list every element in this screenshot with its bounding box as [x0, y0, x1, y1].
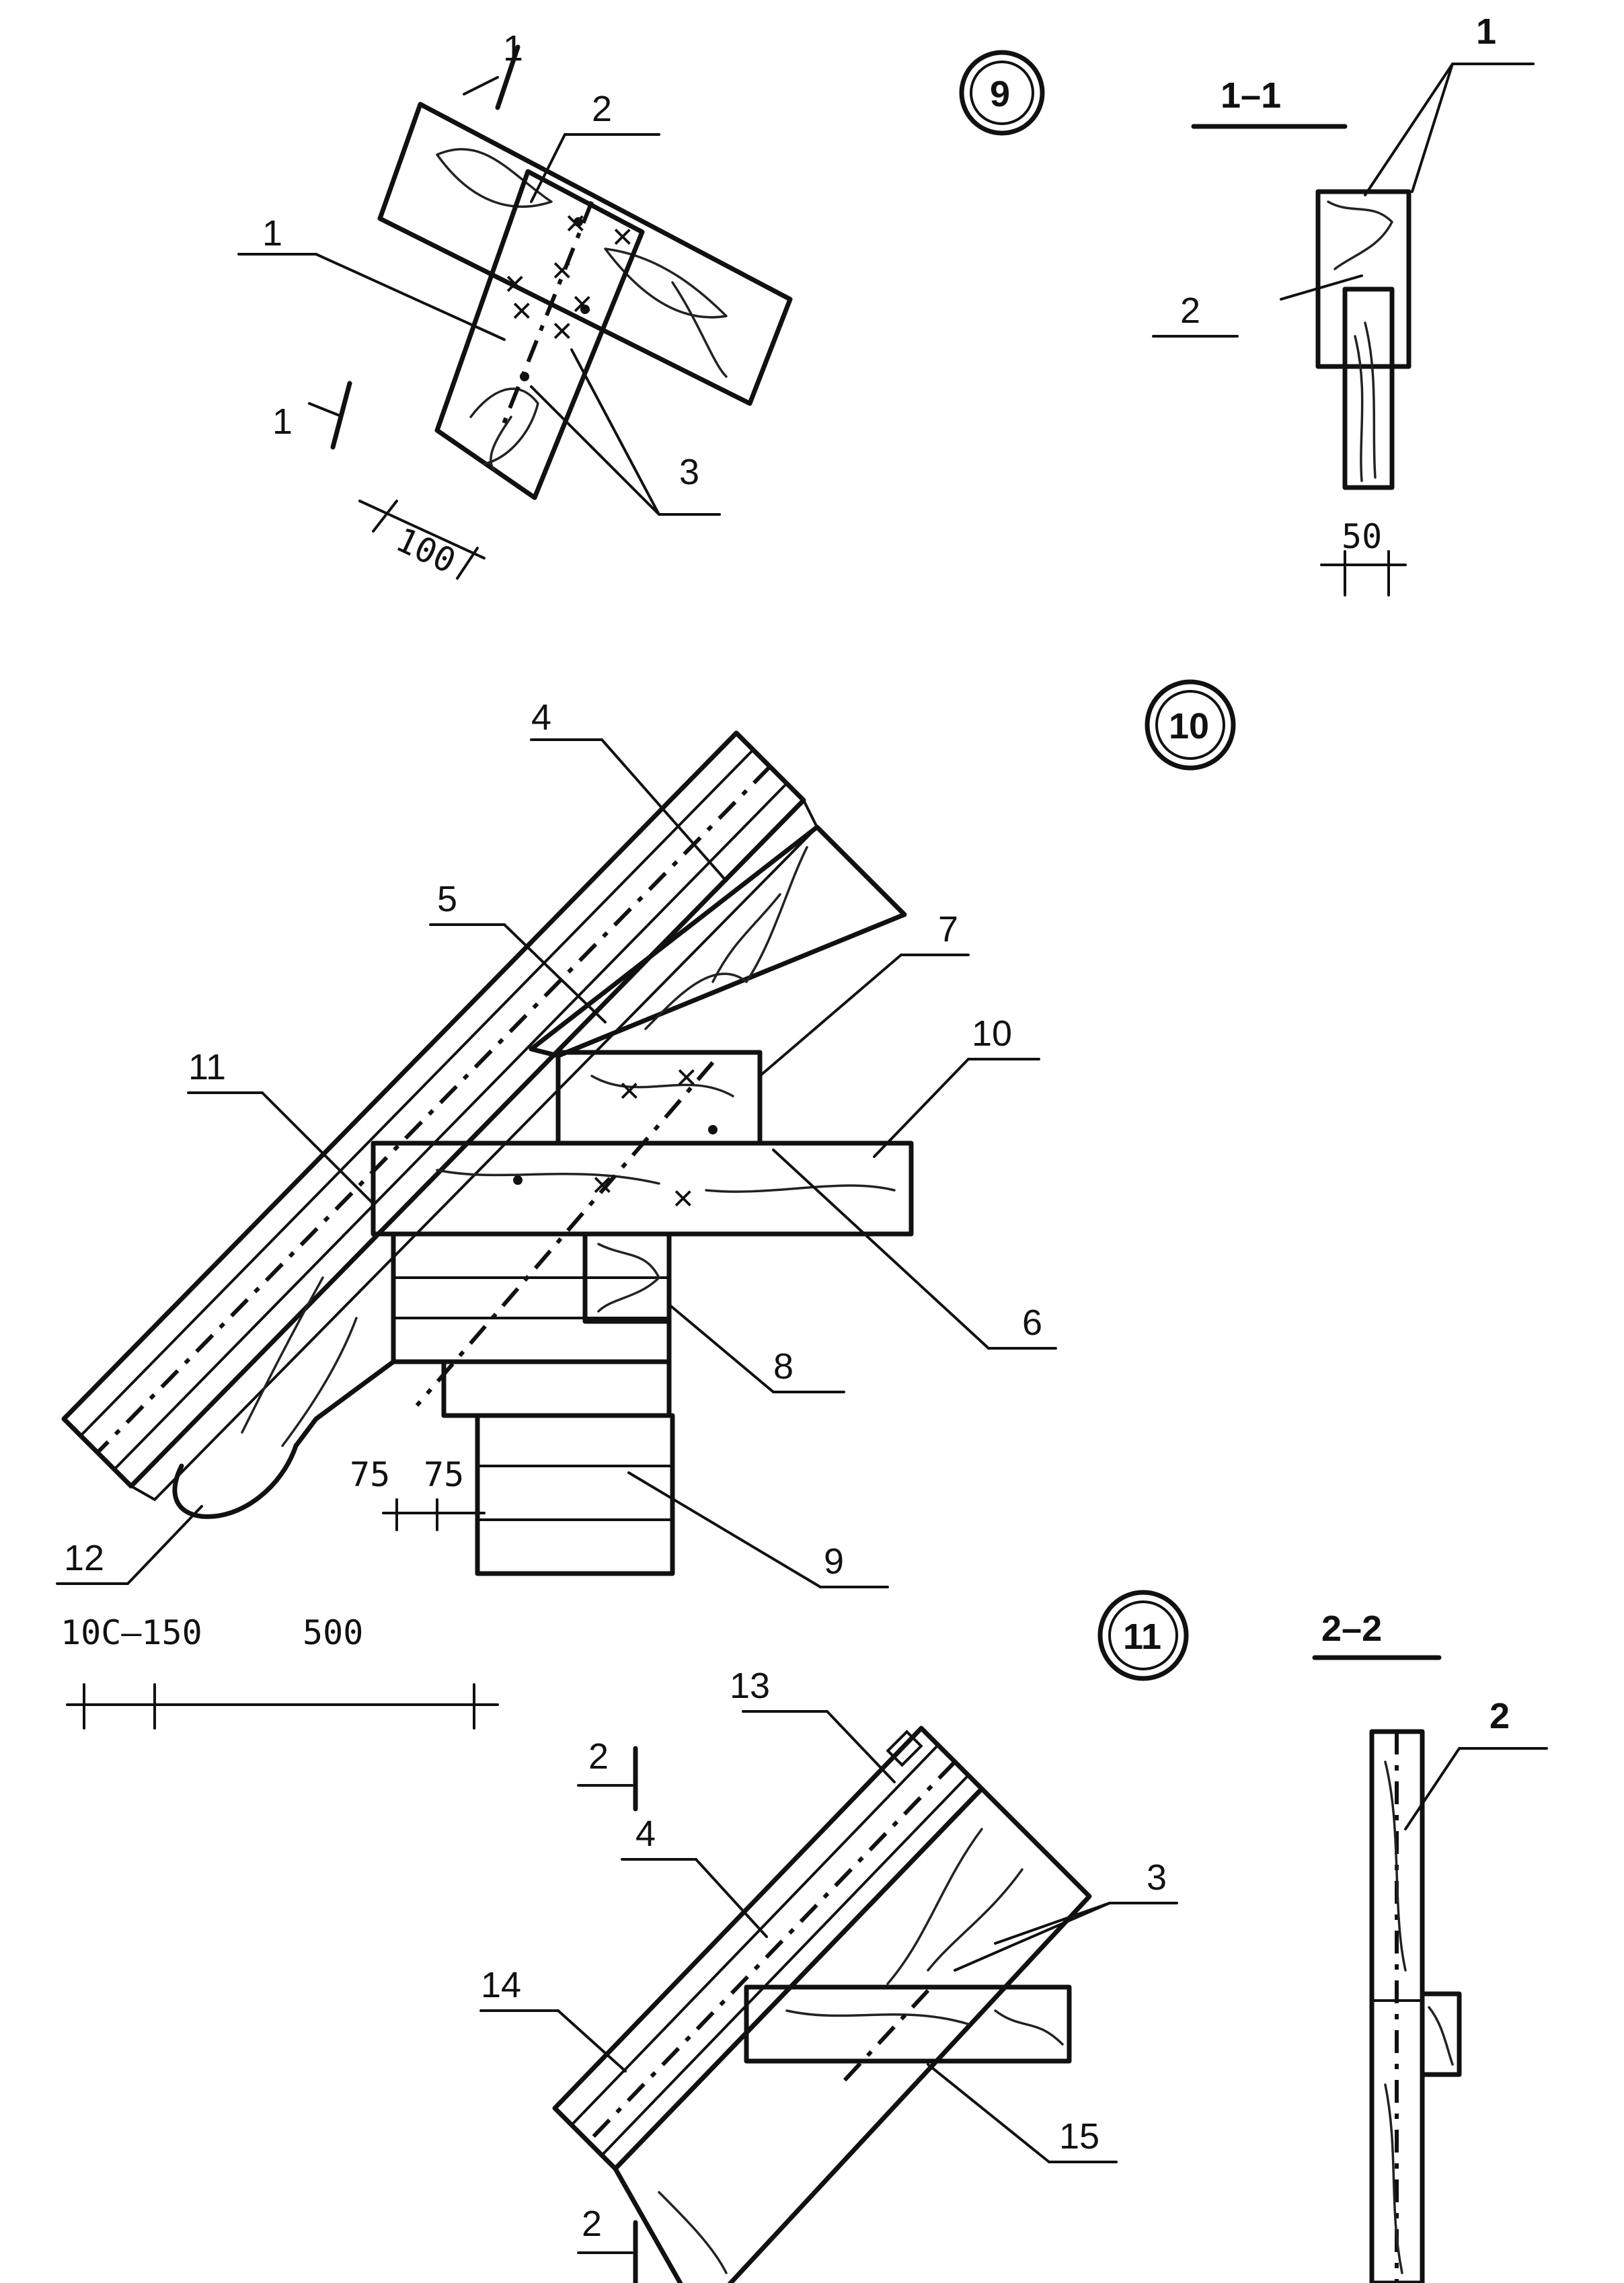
svg-text:×: ×	[676, 1057, 697, 1097]
detail-9-number: 9	[990, 74, 1010, 114]
section-2-2: 2–2 2	[1312, 1609, 1548, 2283]
detail-11-roof-deck	[552, 1726, 984, 2171]
d10-dimension-length: 10C–150 500	[61, 1613, 499, 1730]
detail-10-number: 10	[1169, 706, 1209, 746]
detail-10-eave	[172, 1231, 396, 1519]
section-mark-top-label: 1	[503, 28, 523, 69]
svg-text:×: ×	[619, 1071, 640, 1111]
d11-callout-3: 3	[1147, 1857, 1167, 1898]
svg-text:×: ×	[572, 284, 593, 324]
d11-callout-14: 14	[481, 1965, 521, 2005]
detail-11-joist	[744, 1984, 1072, 2087]
detail-10-roof-deck	[61, 730, 819, 1502]
d10-spacing-a: 75	[350, 1455, 390, 1494]
d10-dimension-spacing: 75 75	[350, 1455, 486, 1531]
detail-10: 10 × × × ×	[56, 679, 1236, 1730]
d10-callout-6: 6	[1022, 1303, 1042, 1343]
d10-callout-11: 11	[188, 1047, 226, 1087]
d10-callout-7: 7	[938, 909, 958, 950]
detail-9-axis	[499, 200, 594, 432]
detail-9-section-mark-left: 1	[272, 381, 352, 450]
d9-dimension-100: 100	[358, 500, 486, 581]
section-mark-left-label: 1	[272, 401, 293, 442]
section-2-2-title: 2–2	[1321, 1609, 1382, 1649]
d10-range: 10C–150	[61, 1613, 202, 1652]
section-1-1-width: 50	[1342, 517, 1382, 556]
d10-callout-4: 4	[531, 697, 551, 738]
section-1-1: 1–1 1 2 50	[1152, 11, 1535, 596]
d10-spacing-b: 75	[424, 1455, 464, 1494]
detail-10-log-wall	[391, 1061, 715, 1576]
detail-11-marker: 11	[1097, 1590, 1189, 1681]
d9-callout-2: 2	[592, 89, 612, 129]
detail-10-marker: 10	[1145, 679, 1236, 771]
d10-callout-8: 8	[773, 1346, 794, 1387]
d11-callout-15: 15	[1059, 2116, 1099, 2157]
d11-section-mark-top-label: 2	[588, 1736, 609, 1777]
svg-text:×: ×	[612, 217, 633, 257]
section-1-1-callout-2: 2	[1180, 291, 1200, 331]
svg-text:×: ×	[504, 264, 526, 304]
section-2-2-callout-2: 2	[1490, 1696, 1510, 1736]
d11-callout-13: 13	[730, 1666, 770, 1706]
detail-11: 11 2 2	[479, 1590, 1548, 2283]
d11-section-mark-bottom-label: 2	[582, 2204, 602, 2244]
d10-callout-10: 10	[972, 1013, 1012, 1054]
d10-length: 500	[303, 1613, 363, 1652]
detail-9-post	[434, 169, 645, 500]
d9-callout-1: 1	[262, 213, 282, 254]
d11-section-mark-bottom: 2	[577, 2204, 638, 2283]
d10-callout-9: 9	[824, 1541, 844, 1582]
d11-section-mark-top: 2	[577, 1736, 638, 1812]
d11-callout-4: 4	[635, 1814, 656, 1854]
detail-9-rafter	[377, 102, 793, 406]
detail-11-number: 11	[1123, 1617, 1161, 1657]
svg-text:×: ×	[551, 311, 573, 351]
svg-text:×: ×	[511, 291, 533, 331]
d10-callout-5: 5	[437, 879, 457, 919]
svg-text:×: ×	[672, 1178, 694, 1218]
detail-9-section-mark-top: 1	[463, 28, 523, 110]
d10-callout-12: 12	[64, 1538, 104, 1578]
section-1-1-title: 1–1	[1221, 75, 1281, 116]
section-1-1-callout-1: 1	[1476, 11, 1496, 52]
detail-9-nails: × × × × × × ×	[504, 203, 633, 381]
detail-9: × × × × × × × 1 1 1 2	[237, 11, 1535, 596]
detail-9-marker: 9	[959, 50, 1045, 136]
d9-callout-3: 3	[679, 452, 699, 492]
detail-11-rafter	[613, 1786, 1092, 2283]
d9-width-value: 100	[390, 520, 461, 581]
